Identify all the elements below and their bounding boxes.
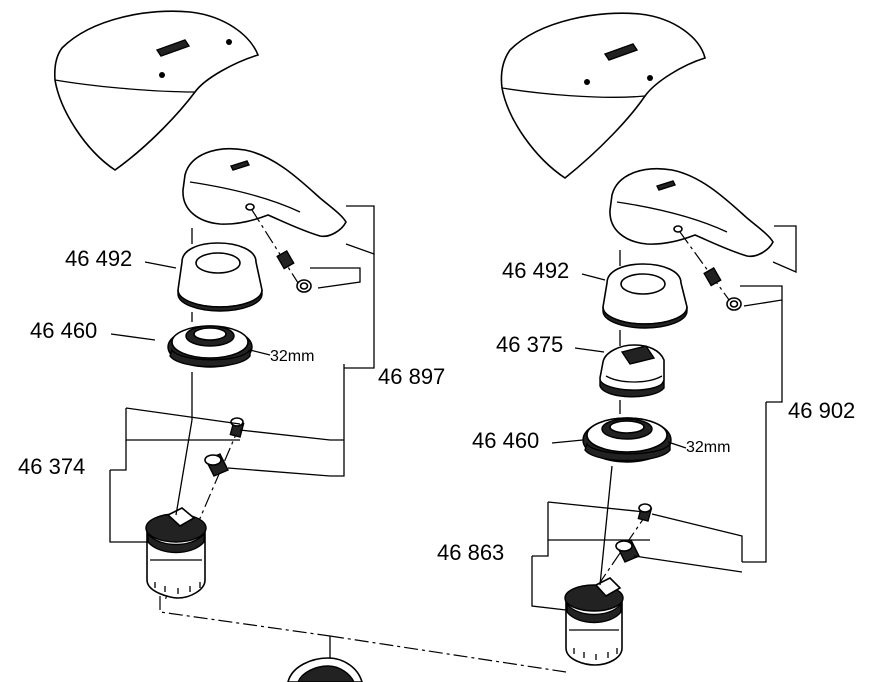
- label-left-ring: 46 492: [65, 246, 132, 271]
- leader-left-bonnet: [110, 333, 156, 341]
- label-right-adapter: 46 375: [496, 332, 563, 357]
- right-adapter-part: [599, 344, 665, 398]
- left-center-line: [159, 596, 331, 637]
- right-center-line: [329, 635, 567, 673]
- leader-right-size: [667, 441, 687, 449]
- label-left-bonnet: 46 460: [30, 318, 97, 343]
- right-ring-part: [602, 263, 688, 329]
- label-left-size: 32mm: [270, 348, 314, 365]
- label-left-cartridge-set: 46 374: [18, 454, 85, 479]
- bottom-center-part: [287, 636, 363, 682]
- right-cover-part: [500, 12, 706, 179]
- label-left-handle-set: 46 897: [378, 364, 445, 389]
- left-assembly: 46 492 46 460 32mm 46 897 46 374: [18, 10, 445, 637]
- leader-right-ring: [581, 273, 606, 281]
- right-bracket-lines: [531, 225, 797, 611]
- leader-right-adapter: [574, 347, 605, 353]
- label-right-ring: 46 492: [502, 258, 569, 283]
- right-cartridge-part: [564, 577, 624, 666]
- left-cartridge-part: [145, 507, 207, 599]
- left-bracket-lines: [109, 205, 375, 543]
- right-fittings-part: [587, 503, 653, 601]
- label-right-size: 32mm: [686, 439, 730, 456]
- label-right-cartridge-set: 46 863: [437, 540, 504, 565]
- left-ring-part: [177, 242, 263, 312]
- left-cover-part: [53, 10, 260, 171]
- left-bonnet-nut-part: [167, 325, 253, 368]
- left-fittings-part: [164, 417, 245, 601]
- label-right-handle-set: 46 902: [788, 398, 855, 423]
- right-assembly: 46 492 46 375 46 460 32mm 46 902 46 863: [329, 12, 855, 673]
- right-lever-handle-part: [609, 168, 774, 258]
- right-bonnet-nut-part: [582, 417, 672, 463]
- leader-left-ring: [144, 261, 177, 269]
- label-right-bonnet: 46 460: [472, 428, 539, 453]
- left-set-screw-part: [251, 209, 312, 293]
- leader-right-bonnet: [551, 439, 584, 444]
- right-set-screw-part: [679, 231, 742, 311]
- left-lever-handle-part: [182, 148, 347, 238]
- leader-left-size: [249, 349, 271, 356]
